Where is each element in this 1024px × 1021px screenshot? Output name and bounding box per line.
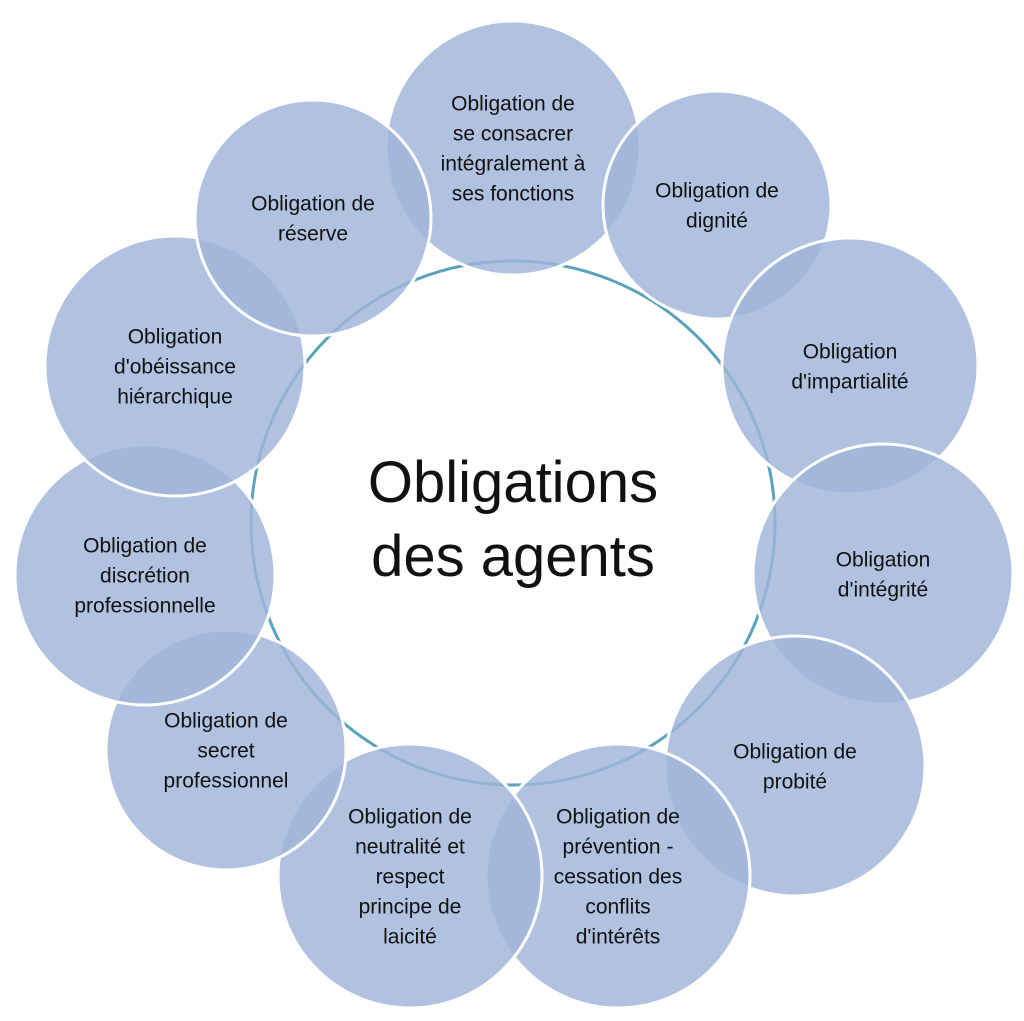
node-label-probite: Obligation de probité [733, 740, 857, 793]
node-label-line: d'impartialité [791, 370, 908, 393]
node-label-line: secret [197, 739, 254, 762]
node-label-prevention: Obligation de prévention - cessation des co… [554, 805, 682, 948]
center-title-line: Obligations [368, 450, 658, 515]
node-label-line: principe de [359, 895, 462, 918]
node-label-consacrer: Obligation de se consacrer intégralement à… [441, 92, 586, 205]
node-label-line: Obligation de [556, 805, 680, 828]
node-label-line: professionnelle [74, 594, 215, 617]
node-label-line: réserve [278, 222, 348, 245]
center-title-line: des agents [371, 524, 655, 589]
node-label-impartialite: Obligation d'impartialité [791, 340, 908, 393]
node-neutralite: Obligation de neutralité et respect princip… [276, 742, 544, 1010]
node-label-line: Obligation de [655, 179, 779, 202]
node-label-line: dignité [686, 209, 748, 232]
node-label-neutralite: Obligation de neutralité et respect princip… [348, 805, 472, 948]
center-title: Obligations des agents [368, 450, 658, 589]
node-label-line: hiérarchique [117, 385, 233, 408]
node-label-line: neutralité et [355, 835, 465, 858]
node-label-line: intégralement à [441, 152, 586, 175]
node-label-secret: Obligation de secret professionnel [164, 709, 289, 792]
node-label-line: professionnel [164, 769, 289, 792]
nodes-layer: Obligation de se consacrer intégralement à… [13, 19, 1015, 1010]
node-label-line: Obligation de [733, 740, 857, 763]
node-label-line: respect [376, 865, 445, 888]
node-label-line: prévention - [563, 835, 674, 858]
node-label-line: Obligation [128, 325, 223, 348]
node-label-line: Obligation de [348, 805, 472, 828]
node-reserve: Obligation de réserve [193, 98, 433, 338]
node-label-line: ses fonctions [452, 182, 575, 205]
node-label-dignite: Obligation de dignité [655, 179, 779, 232]
node-label-discretion: Obligation de discrétion professionnelle [74, 534, 215, 617]
node-label-line: laicité [383, 925, 437, 948]
node-label-line: probité [763, 770, 827, 793]
node-prevention: Obligation de prévention - cessation des co… [484, 742, 752, 1010]
node-label-line: Obligation de [83, 534, 207, 557]
node-label-line: se consacrer [453, 122, 573, 145]
node-label-line: d'intégrité [838, 578, 928, 601]
node-circle-neutralite [276, 742, 544, 1010]
node-circle-reserve [193, 98, 433, 338]
node-label-integrite: Obligation d'intégrité [836, 548, 931, 601]
node-label-reserve: Obligation de réserve [251, 192, 375, 245]
node-label-line: d'intérêts [576, 925, 661, 948]
node-label-line: cessation des [554, 865, 682, 888]
node-label-line: Obligation [803, 340, 898, 363]
node-label-obeissance: Obligation d'obéissance hiérarchique [114, 325, 236, 408]
node-label-line: Obligation de [164, 709, 288, 732]
node-label-line: discrétion [100, 564, 190, 587]
node-label-line: Obligation de [251, 192, 375, 215]
node-label-line: Obligation de [451, 92, 575, 115]
node-label-line: Obligation [836, 548, 931, 571]
node-label-line: conflits [585, 895, 650, 918]
node-label-line: d'obéissance [114, 355, 236, 378]
